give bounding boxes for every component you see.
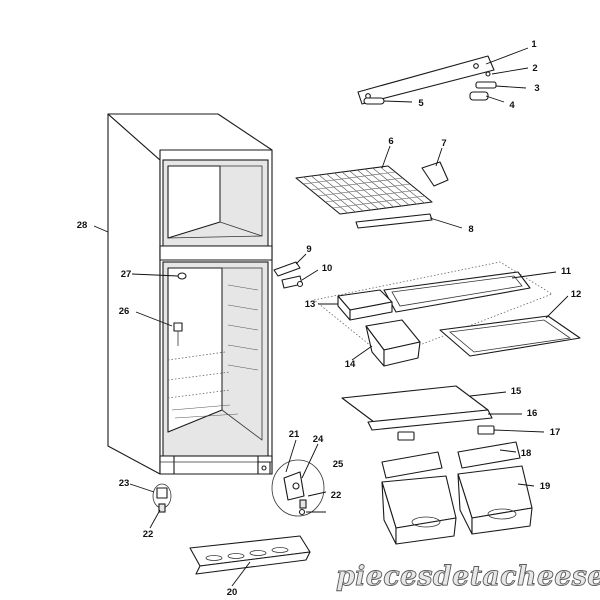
callout-21: 21	[289, 429, 300, 440]
callout-6: 6	[388, 136, 393, 147]
refrigerator-cabinet	[107, 113, 273, 475]
shelf-trim-16	[367, 409, 493, 431]
callout-20: 20	[227, 587, 238, 598]
support-tab	[397, 431, 415, 441]
leader-lines	[93, 47, 569, 587]
callout-24: 24	[313, 434, 324, 445]
callout-3: 3	[534, 83, 539, 94]
callout-22-right: 22	[331, 490, 342, 501]
callout-9: 9	[306, 244, 311, 255]
callout-18: 18	[521, 448, 532, 459]
callout-25: 25	[333, 459, 344, 470]
callout-28: 28	[77, 220, 88, 231]
support-tab	[477, 425, 495, 435]
watermark-text: piecesdetacheeselec.com	[336, 561, 600, 592]
drip-tray	[421, 161, 449, 187]
foot-detail	[152, 483, 172, 513]
crisper-drawers	[381, 465, 533, 545]
callout-16: 16	[527, 408, 538, 419]
callout-15: 15	[511, 386, 522, 397]
callout-1: 1	[531, 39, 537, 50]
callout-4: 4	[509, 100, 515, 111]
shelf-trim-strip	[355, 213, 433, 229]
shelf-group	[313, 261, 553, 367]
callout-19: 19	[540, 481, 551, 492]
callout-22-left: 22	[143, 529, 154, 540]
callout-5: 5	[418, 98, 424, 109]
crisper-covers	[381, 441, 521, 479]
callout-12: 12	[571, 289, 582, 300]
callout-labels: 1 2 3 4 5 6 7 8 9 10 11 12 13 14 15 16 1…	[77, 39, 582, 598]
callout-14: 14	[345, 359, 356, 370]
glass-shelf-12	[439, 315, 581, 357]
middle-hinge	[273, 261, 304, 289]
callout-17: 17	[550, 427, 561, 438]
freezer-wire-shelf	[295, 165, 433, 215]
callout-7: 7	[441, 138, 446, 149]
callout-10: 10	[322, 263, 333, 274]
callout-11: 11	[561, 266, 572, 277]
callout-27: 27	[121, 269, 132, 280]
callout-23: 23	[119, 478, 130, 489]
bottom-grille	[189, 535, 311, 575]
door-hinge-detail	[257, 459, 325, 517]
callout-2: 2	[532, 63, 537, 74]
callout-8: 8	[468, 224, 473, 235]
top-hinge-assembly	[357, 55, 497, 105]
callout-26: 26	[119, 306, 130, 317]
callout-13: 13	[305, 299, 316, 310]
